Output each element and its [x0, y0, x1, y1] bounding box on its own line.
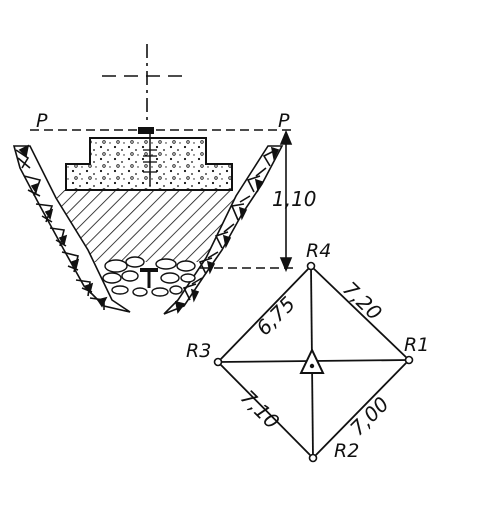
label-r2: R2 [334, 440, 359, 462]
gravel-bed [102, 256, 196, 297]
distance-r4-r1: 7,20 [338, 277, 387, 325]
point-r1 [404, 355, 414, 365]
distance-r3-r2: 7,10 [236, 385, 284, 433]
label-r4: R4 [306, 240, 331, 262]
tie-line-r2-r3 [217, 361, 314, 459]
distance-r1-r2: 7,00 [345, 392, 393, 440]
plane-label-left: P [36, 110, 48, 132]
concrete-block [65, 132, 233, 191]
tie-line-r3-r4 [217, 265, 312, 363]
ground-texture-left [12, 144, 131, 313]
anchor-t-bar [140, 268, 158, 288]
plane-label-right: P [278, 110, 290, 132]
depth-value-text: 1,10 [272, 187, 317, 211]
point-r3 [213, 357, 223, 367]
tie-line-r1-r2 [312, 359, 410, 459]
distance-r3-r4: 6,75 [251, 292, 299, 340]
tie-line-r4-r1 [310, 265, 410, 361]
ground-texture-right [163, 145, 284, 315]
point-r4 [306, 261, 316, 271]
point-r2 [308, 453, 318, 463]
reference-tie-diagram: R4 R1 R2 R3 6,75 7,20 7,10 7,00 [186, 240, 429, 463]
benchmark-triangle-icon [299, 347, 325, 374]
label-r1: R1 [404, 334, 429, 356]
label-r3: R3 [186, 340, 211, 362]
benchmark-head [138, 127, 154, 134]
pit-cross-section: P P 1,10 [12, 44, 317, 315]
depth-dimension [200, 129, 296, 273]
